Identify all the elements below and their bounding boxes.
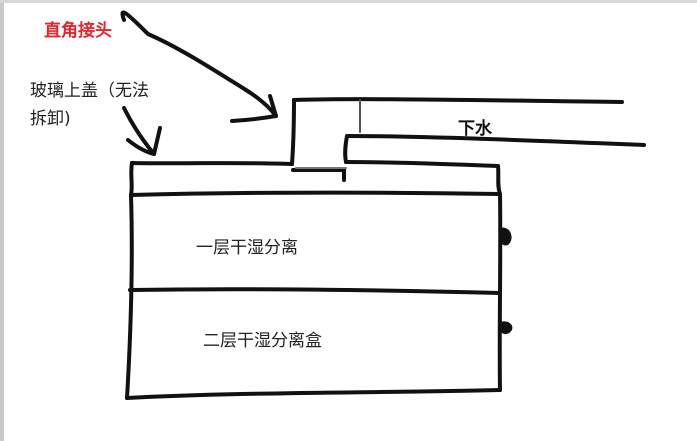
lid-arrow-line	[122, 106, 156, 156]
tier-divider-line	[128, 287, 502, 295]
tier-two-label: 二层干湿分离盒	[203, 331, 322, 351]
box-right-wall	[496, 164, 503, 392]
pipe-inner-wall	[343, 134, 349, 164]
elbow-arrow-head	[230, 94, 278, 123]
glass-lid-label-line1: 玻璃上盖（无法	[30, 81, 149, 101]
tier-two-handle	[499, 321, 513, 334]
pipe-top-edge	[292, 97, 624, 104]
pipe-bottom-edge	[345, 134, 646, 147]
tier-one-handle	[500, 227, 512, 246]
pipe-left-wall	[290, 98, 296, 166]
drain-label: 下水	[458, 119, 492, 139]
window-left-edge	[0, 0, 4, 441]
pipe-opening-lower	[291, 168, 346, 182]
elbow-joint-label: 直角接头	[44, 21, 112, 41]
box-bottom-edge	[125, 388, 502, 400]
tier-one-label: 一层干湿分离	[196, 238, 298, 258]
glass-lid-outline	[130, 160, 500, 168]
window-top-edge	[0, 0, 697, 3]
tier-one-top-line	[129, 190, 502, 197]
box-left-wall	[125, 161, 134, 400]
elbow-arrow-line	[120, 10, 278, 118]
glass-lid-label-line2: 拆卸)	[30, 109, 71, 129]
lid-arrow-head	[126, 126, 162, 156]
